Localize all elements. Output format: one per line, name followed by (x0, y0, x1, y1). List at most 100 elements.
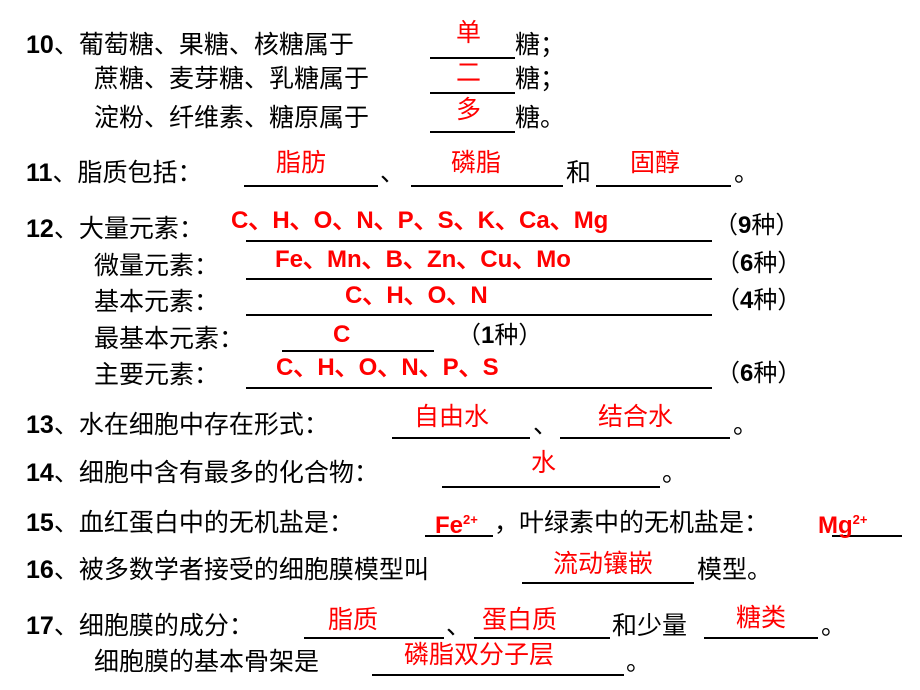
q12-row3-label: 基本元素： (94, 287, 220, 316)
q16-number: 16 (26, 556, 54, 584)
q10-number: 10 (26, 31, 54, 59)
q11-blank1 (244, 185, 378, 187)
q17-answer1: 脂质 (328, 605, 379, 634)
q16-line: 16、被多数学者接受的细胞膜模型叫 (26, 555, 429, 585)
q17-and: 和少量 (612, 611, 688, 640)
q16-text: 、被多数学者接受的细胞膜模型叫 (53, 555, 429, 584)
q11-answer1: 脂肪 (276, 148, 327, 177)
q16-answer1: 流动镶嵌 (553, 549, 654, 578)
q12-count3-value: 4 (740, 287, 754, 314)
q15-answer2: Mg2+ (818, 505, 867, 541)
q11-number: 11 (26, 159, 53, 187)
q12-answer4: C (333, 321, 351, 348)
q12-count1-value: 9 (738, 212, 752, 239)
q11-text: 、脂质包括： (52, 158, 203, 187)
q11-and: 和 (566, 158, 592, 187)
q12-row1-label: 、大量元素： (53, 214, 204, 243)
q17-sep: 、 (446, 611, 472, 640)
q15-mid: ，叶绿素中的无机盐是： (494, 508, 770, 537)
q13-answer2: 结合水 (598, 402, 674, 431)
q11-blank3 (596, 185, 731, 187)
q10-answer1: 单 (456, 18, 482, 47)
q12-row4-label: 最基本元素： (94, 324, 245, 353)
q12-count5-open: （ (716, 359, 740, 387)
q12-count4-open: （ (457, 321, 481, 349)
q12-count2-open: （ (716, 249, 740, 277)
q15-answer2-sup: 2+ (852, 512, 868, 527)
q17-answer2: 蛋白质 (482, 605, 558, 634)
q12-count3-unit: 种） (753, 286, 802, 314)
q17-number: 17 (26, 612, 54, 640)
q13-blank1 (392, 437, 530, 439)
q10-line3-text: 淀粉、纤维素、糖原属于 (94, 103, 370, 132)
q13-sep: 、 (533, 410, 559, 439)
q15-answer1-sup: 2+ (463, 512, 478, 527)
q12-count1-open: （ (714, 211, 738, 239)
q11-answer2: 磷脂 (451, 148, 502, 177)
q12-number: 12 (26, 215, 54, 243)
q12-count4: （1种） (457, 320, 542, 351)
q11-sep: 、 (380, 158, 406, 187)
q10-line1: 10、葡萄糖、果糖、核糖属于 (26, 30, 354, 60)
q17-line2-text: 细胞膜的基本骨架是 (94, 647, 320, 676)
q10-blank1 (430, 57, 515, 59)
q12-count1-unit: 种） (751, 211, 800, 239)
q11-line: 11、脂质包括： (26, 158, 202, 188)
q12-blank3 (246, 314, 712, 316)
q14-text: 、细胞中含有最多的化合物： (53, 458, 379, 487)
q15-line: 15、血红蛋白中的无机盐是： (26, 508, 354, 538)
q10-blank2 (430, 92, 515, 94)
q15-answer2-base: Mg (818, 512, 853, 539)
q12-row1: 12、大量元素： (26, 214, 204, 244)
q12-count5-value: 6 (740, 360, 754, 387)
q13-answer1: 自由水 (414, 402, 490, 431)
q13-line: 13、水在细胞中存在形式： (26, 410, 329, 440)
q14-blank1 (442, 486, 660, 488)
q10-line2-end: 糖； (515, 64, 566, 93)
q17-blank4 (372, 674, 624, 676)
q10-blank3 (430, 131, 515, 133)
q10-line2-text: 蔗糖、麦芽糖、乳糖属于 (94, 64, 370, 93)
q17-answer3: 糖类 (736, 603, 787, 632)
q10-answer3: 多 (456, 95, 482, 124)
q16-end: 模型。 (697, 555, 773, 584)
q12-count2-value: 6 (740, 250, 754, 277)
q12-blank1 (246, 240, 712, 242)
q17-line1: 17、细胞膜的成分： (26, 611, 254, 641)
q14-number: 14 (26, 459, 54, 487)
q14-answer1: 水 (531, 448, 557, 477)
q14-line: 14、细胞中含有最多的化合物： (26, 458, 379, 488)
q10-line1-end: 糖； (515, 30, 566, 59)
q12-row2-label: 微量元素： (94, 251, 220, 280)
q13-end: 。 (733, 410, 759, 439)
q12-blank4 (282, 350, 434, 352)
q12-count5-unit: 种） (753, 359, 802, 387)
q11-answer3: 固醇 (630, 148, 681, 177)
q13-number: 13 (26, 411, 54, 439)
q10-answer2: 二 (456, 58, 482, 87)
q12-answer1: C、H、O、N、P、S、K、Ca、Mg (231, 207, 609, 234)
q12-count4-value: 1 (481, 322, 495, 349)
q11-blank2 (411, 185, 563, 187)
q12-count5: （6种） (716, 358, 801, 389)
q10-line3-end: 糖。 (515, 103, 566, 132)
q15-number: 15 (26, 509, 54, 537)
q12-row5-label: 主要元素： (94, 360, 220, 389)
q15-blank2 (832, 535, 902, 537)
q13-text: 、水在细胞中存在形式： (53, 410, 329, 439)
q10-line1-text: 、葡萄糖、果糖、核糖属于 (53, 30, 354, 59)
q17-blank3 (704, 637, 818, 639)
q12-count2: （6种） (716, 248, 801, 279)
q15-text: 、血红蛋白中的无机盐是： (53, 508, 354, 537)
q15-answer1-base: Fe (435, 512, 464, 539)
q12-blank5 (246, 387, 712, 389)
q12-answer5: C、H、O、N、P、S (276, 354, 499, 381)
q17-end: 。 (821, 611, 847, 640)
q12-count3-open: （ (716, 286, 740, 314)
q11-end: 。 (734, 158, 760, 187)
q17-answer4: 磷脂双分子层 (404, 640, 555, 669)
q16-blank1 (522, 582, 694, 584)
q12-blank2 (246, 278, 712, 280)
q15-answer1: Fe2+ (435, 505, 478, 541)
q17-text: 、细胞膜的成分： (53, 611, 254, 640)
